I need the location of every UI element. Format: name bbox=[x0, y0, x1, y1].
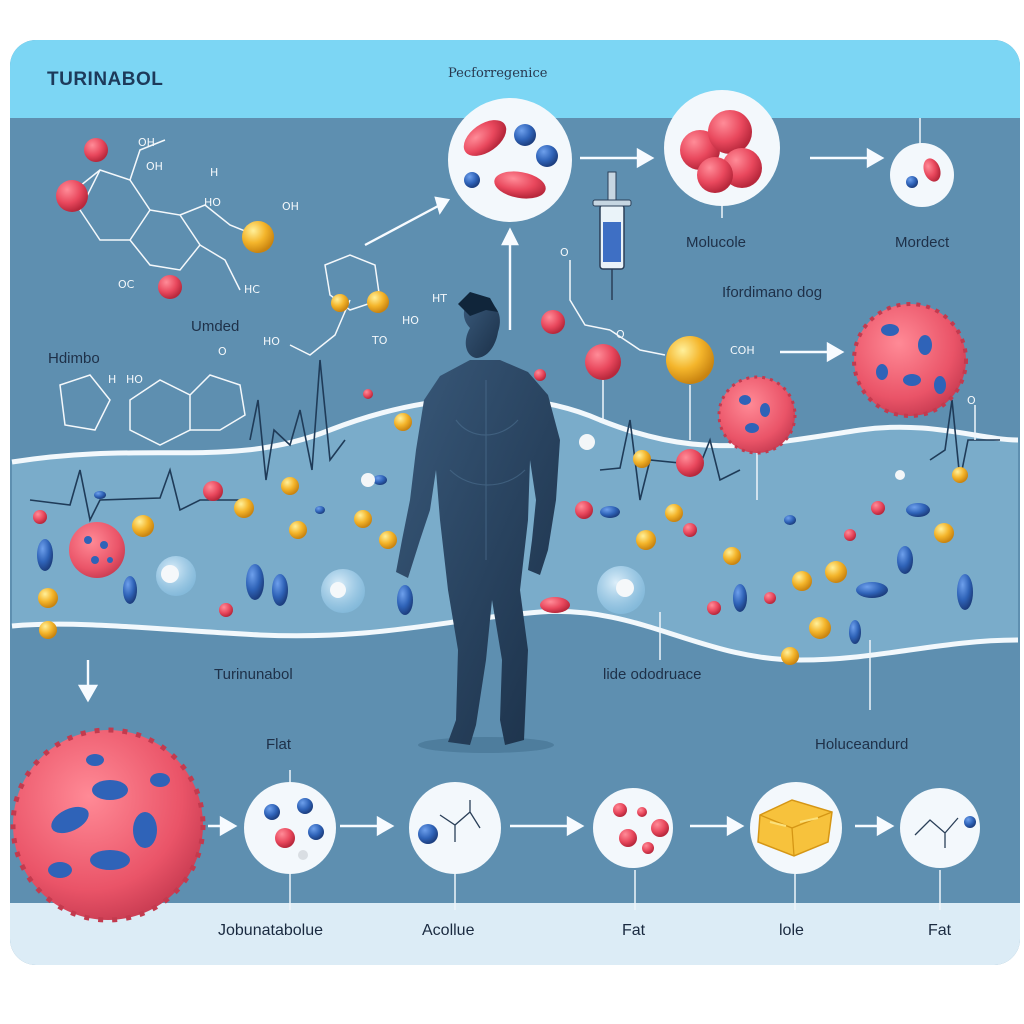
chem-label: OH bbox=[282, 200, 299, 213]
chem-label: HT bbox=[432, 292, 447, 305]
bottom-label-band bbox=[10, 903, 1020, 965]
syringe-icon bbox=[592, 171, 632, 300]
human-figure-icon bbox=[396, 292, 560, 753]
bottom-label-2: Acollue bbox=[422, 922, 475, 939]
chem-label: O bbox=[616, 328, 625, 341]
chem-label: H bbox=[210, 166, 219, 179]
cell-mid bbox=[717, 375, 797, 455]
label-mordect: Mordect bbox=[895, 234, 950, 251]
label-molucole: Molucole bbox=[686, 234, 747, 251]
label-flat: Flat bbox=[266, 736, 292, 753]
fat-block-icon bbox=[757, 799, 833, 857]
connector-lines bbox=[289, 118, 976, 910]
chem-label: HO bbox=[402, 314, 419, 327]
bottom-label-5: Fat bbox=[928, 922, 952, 939]
flow-arrows bbox=[77, 147, 895, 837]
chemical-structures bbox=[59, 139, 666, 446]
label-turinunabol: Turinunabol bbox=[214, 666, 293, 683]
diagram-subtitle: Pecforregenice bbox=[448, 66, 548, 81]
chem-label: TO bbox=[372, 334, 388, 347]
vessel-particles bbox=[33, 369, 973, 665]
cell-bottom-left bbox=[10, 727, 206, 923]
chem-label: O bbox=[967, 394, 976, 407]
chem-label: O bbox=[218, 345, 227, 358]
chem-label: COH bbox=[730, 344, 755, 357]
top-process-circles bbox=[448, 90, 954, 222]
label-holuceandurd: Holuceandurd bbox=[815, 736, 909, 753]
bottom-label-3: Fat bbox=[622, 922, 646, 939]
chem-label: H bbox=[108, 373, 117, 386]
cell-vessel-left bbox=[69, 522, 125, 578]
chem-label: HO bbox=[263, 335, 280, 348]
label-hdimbo: Hdimbo bbox=[48, 350, 100, 367]
label-ifordimano: Ifordimano dog bbox=[722, 284, 823, 301]
label-umdod: Umded bbox=[191, 318, 240, 335]
label-lide: lide ododruace bbox=[603, 666, 702, 683]
bottom-process-circles bbox=[244, 782, 980, 874]
chem-label: HO bbox=[126, 373, 143, 386]
pulse-lines bbox=[29, 359, 1000, 523]
chem-label: HO bbox=[204, 196, 221, 209]
bottom-label-1: Jobunatabolue bbox=[218, 922, 323, 939]
chem-label: OH bbox=[146, 160, 163, 173]
diagram-title: TURINABOL bbox=[47, 69, 164, 90]
chem-label: O bbox=[560, 246, 569, 259]
bottom-label-4: lole bbox=[779, 922, 804, 939]
free-molecules bbox=[56, 138, 714, 477]
chem-label: HC bbox=[244, 283, 260, 296]
chem-label: OC bbox=[118, 278, 135, 291]
cell-top-right bbox=[852, 302, 968, 418]
chem-label: OH bbox=[138, 136, 155, 149]
